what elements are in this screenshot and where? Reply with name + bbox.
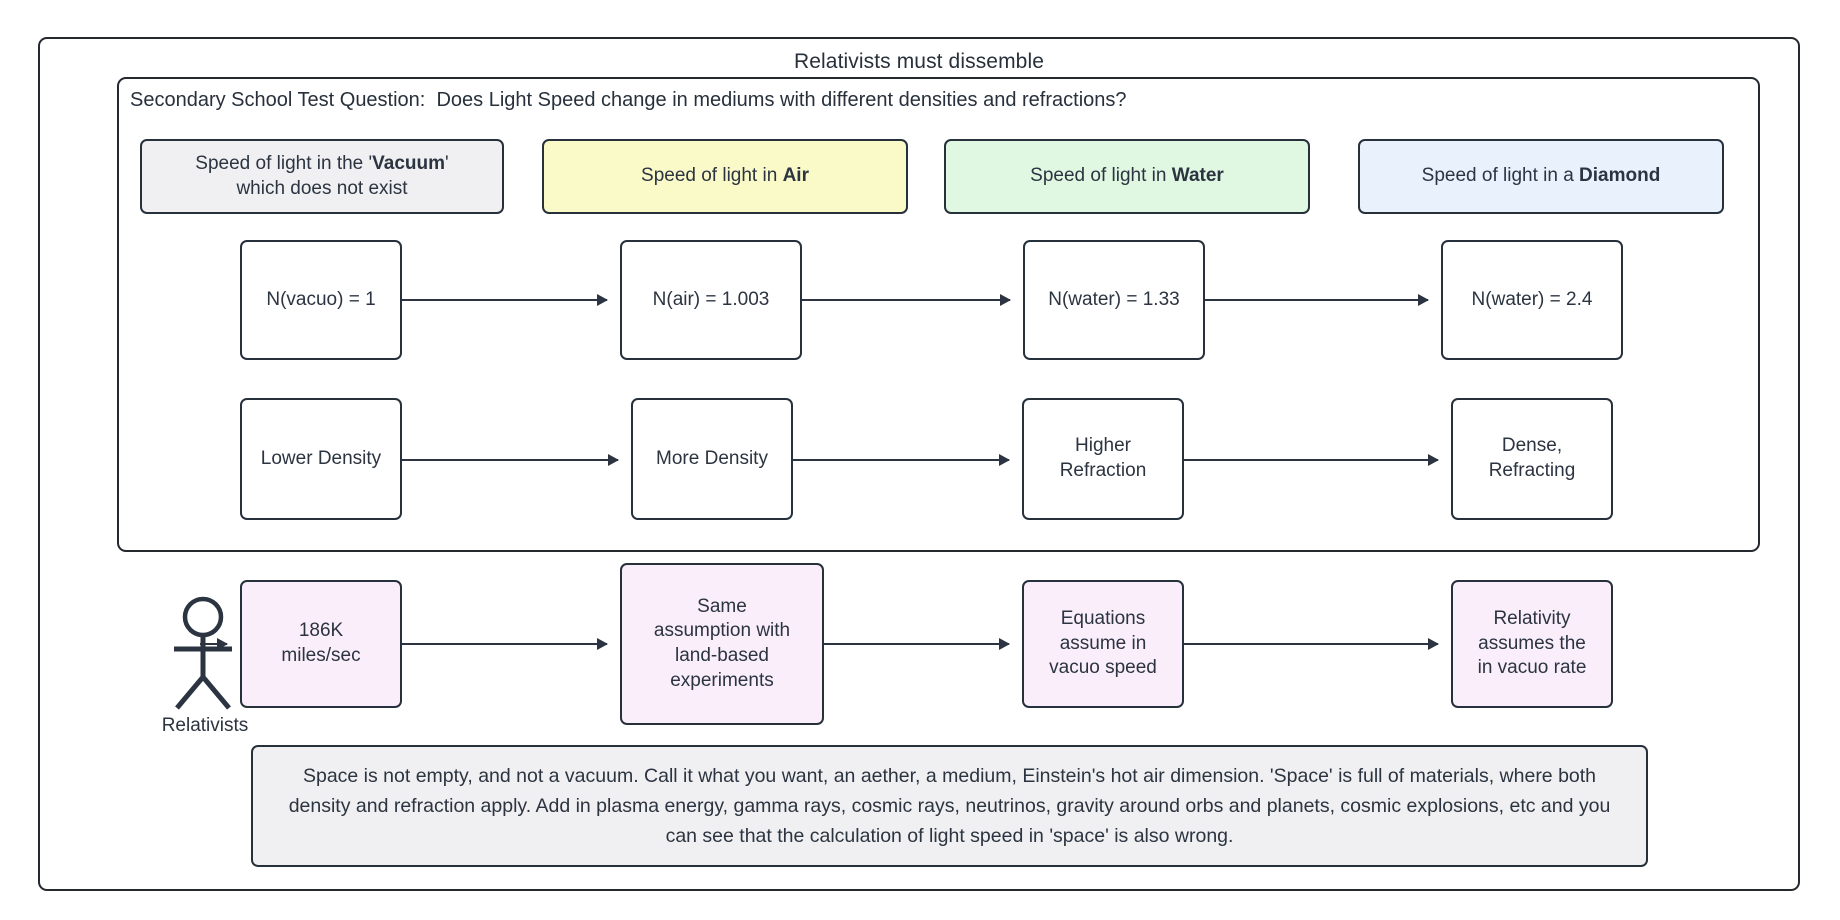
medium-box-diamond-label: Speed of light in a Diamond <box>1421 165 1661 187</box>
arrow-actor-to-speed <box>200 638 228 650</box>
relativist-box-equations[interactable]: Equations assume in vacuo speed <box>1022 580 1184 708</box>
arrow-index-air-to-water <box>802 294 1011 306</box>
relativist-box-land-based[interactable]: Same assumption with land-based experime… <box>620 563 824 725</box>
medium-box-vacuum-label: Speed of light in the 'Vacuum' which doe… <box>195 152 449 199</box>
medium-box-water-label: Speed of light in Water <box>1030 165 1224 187</box>
relativist-box-relativity[interactable]: Relativity assumes the in vacuo rate <box>1451 580 1613 708</box>
medium-box-vacuum[interactable]: Speed of light in the 'Vacuum' which doe… <box>140 139 504 214</box>
index-box-vacuo[interactable]: N(vacuo) = 1 <box>240 240 402 360</box>
arrow-index-water-to-diamond <box>1205 294 1429 306</box>
index-box-water[interactable]: N(water) = 1.33 <box>1023 240 1205 360</box>
diagram-title: Relativists must dissemble <box>793 50 1044 73</box>
arrow-density-lower-to-more <box>402 454 619 466</box>
subgraph-title: Secondary School Test Question: Does Lig… <box>130 89 1127 111</box>
density-box-more[interactable]: More Density <box>631 398 793 520</box>
arrow-land-based-to-equations <box>824 638 1010 650</box>
arrow-density-higher-to-dense <box>1184 454 1439 466</box>
arrow-index-vacuo-to-air <box>402 294 608 306</box>
index-box-diamond[interactable]: N(water) = 2.4 <box>1441 240 1623 360</box>
medium-box-air-label: Speed of light in Air <box>641 165 809 187</box>
medium-box-air[interactable]: Speed of light in Air <box>542 139 908 214</box>
arrow-equations-to-relativity <box>1184 638 1439 650</box>
arrow-density-more-to-higher <box>793 454 1010 466</box>
bottom-note: Space is not empty, and not a vacuum. Ca… <box>251 745 1648 867</box>
density-box-dense-refracting[interactable]: Dense, Refracting <box>1451 398 1613 520</box>
relativist-box-speed[interactable]: 186K miles/sec <box>240 580 402 708</box>
arrow-speed-to-land-based <box>402 638 608 650</box>
actor-label: Relativists <box>161 715 249 736</box>
density-box-lower[interactable]: Lower Density <box>240 398 402 520</box>
index-box-air[interactable]: N(air) = 1.003 <box>620 240 802 360</box>
medium-box-water[interactable]: Speed of light in Water <box>944 139 1310 214</box>
stick-figure-icon <box>174 596 232 710</box>
medium-box-diamond[interactable]: Speed of light in a Diamond <box>1358 139 1724 214</box>
density-box-higher-refraction[interactable]: Higher Refraction <box>1022 398 1184 520</box>
